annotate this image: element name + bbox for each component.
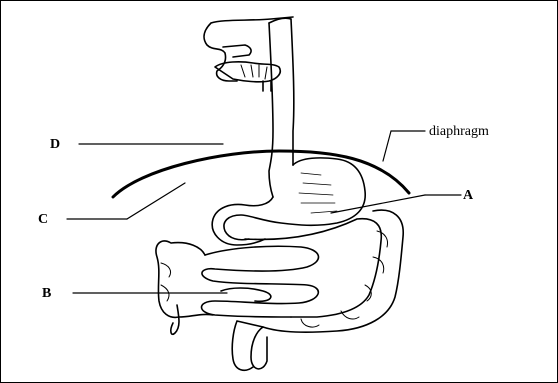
teeth-detail xyxy=(241,65,267,79)
leader-line-c-slant xyxy=(127,183,185,219)
oesophagus xyxy=(269,19,294,197)
ascending-colon-bumps xyxy=(161,263,171,301)
stomach xyxy=(212,158,365,245)
label-c: C xyxy=(38,213,48,227)
stomach-texture xyxy=(299,173,337,213)
label-d: D xyxy=(50,138,60,152)
appendix xyxy=(171,305,179,334)
large-intestine xyxy=(245,210,403,369)
throat-detail xyxy=(263,81,271,91)
label-b: B xyxy=(42,287,51,301)
label-diaphragm: diaphragm xyxy=(429,125,489,139)
label-a: A xyxy=(463,189,473,203)
ascending-colon xyxy=(156,241,213,317)
rectum xyxy=(232,321,263,370)
small-intestine xyxy=(202,246,319,317)
leader-line-diaphragm-drop xyxy=(383,131,391,161)
